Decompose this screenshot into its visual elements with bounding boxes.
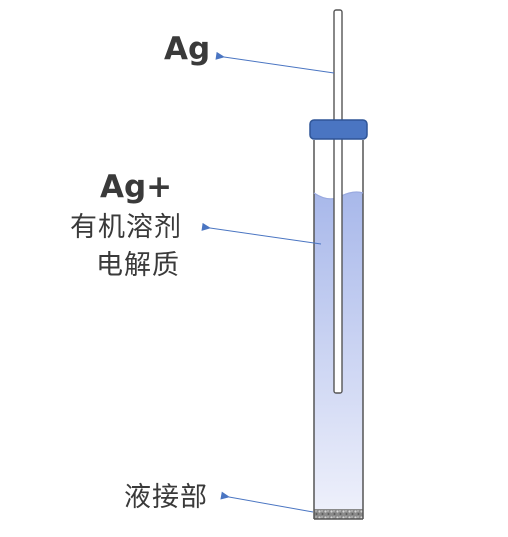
label-liquid-junction: 液接部	[124, 482, 208, 513]
ag-leader-line	[215, 51, 335, 74]
label-silver-electrode: Ag	[164, 31, 211, 67]
tube-cap	[309, 119, 368, 140]
label-silver-ion: Ag+	[100, 169, 173, 205]
label-electrolyte: 电解质	[96, 250, 180, 281]
solution-leader-line	[201, 222, 322, 245]
label-organic-solvent: 有机溶剂	[70, 212, 182, 243]
junction-leader-line	[220, 491, 314, 513]
silver-wire	[333, 9, 343, 394]
liquid-junction-frit	[314, 509, 363, 519]
